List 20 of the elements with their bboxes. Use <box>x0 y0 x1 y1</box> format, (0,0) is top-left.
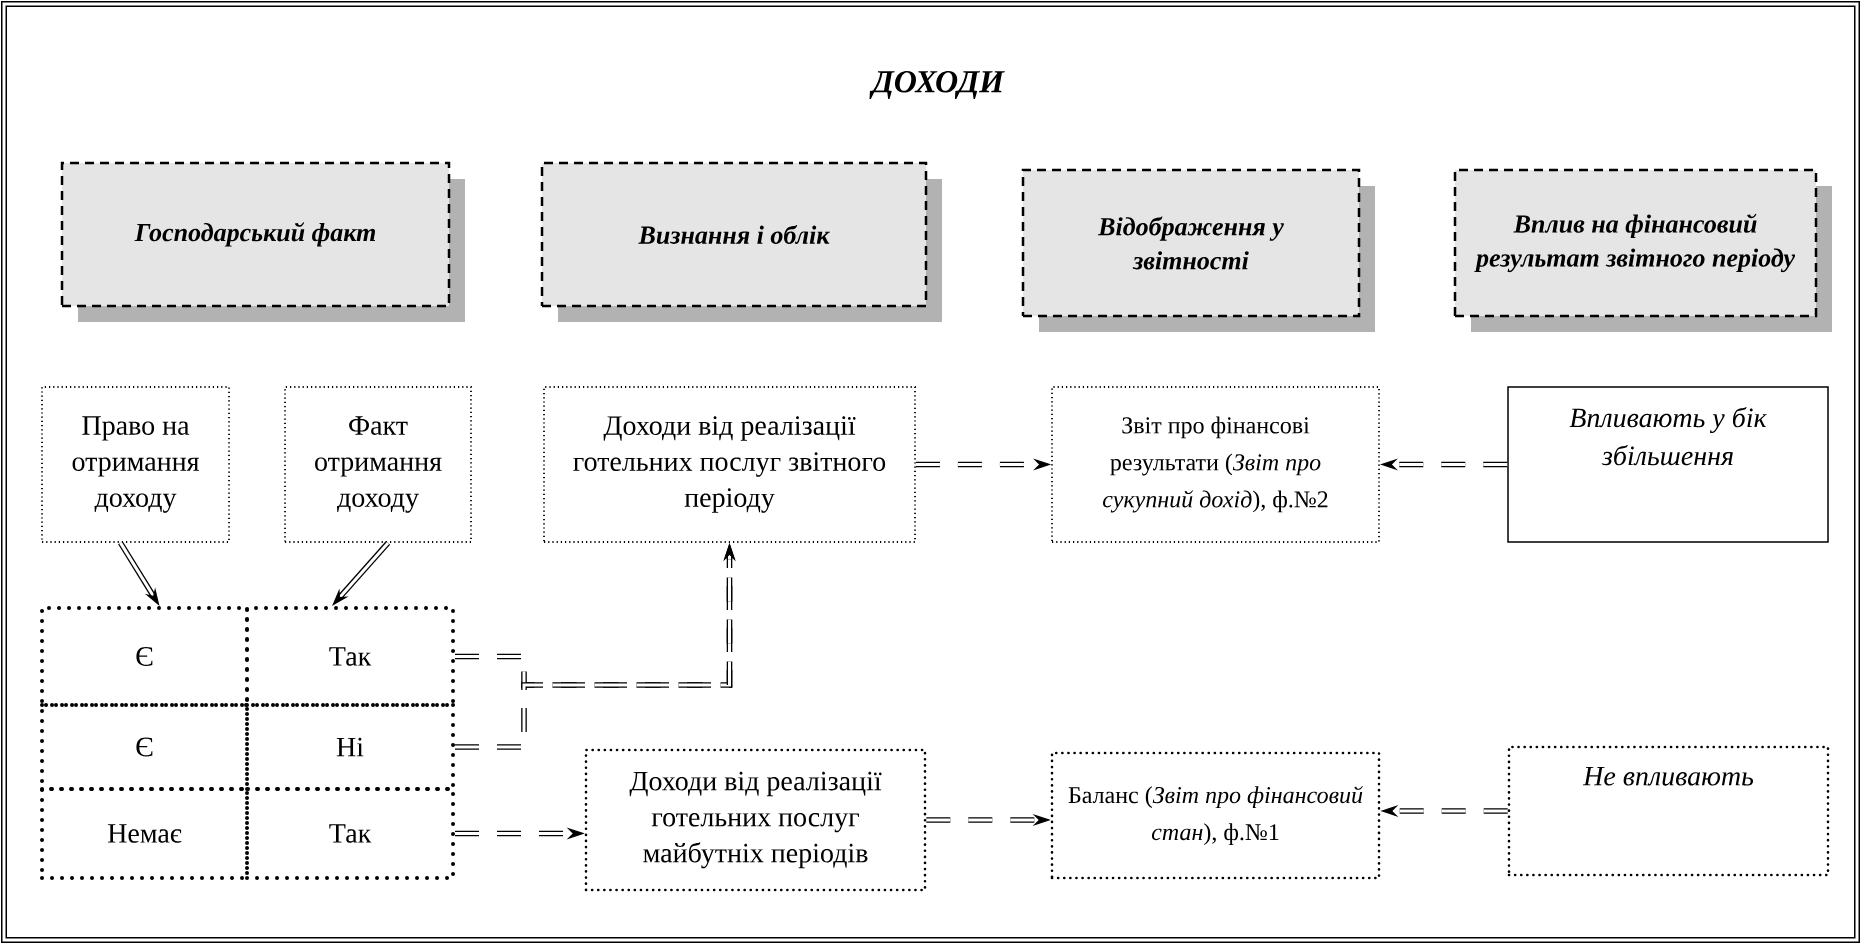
text-box: Факт отримання доходу <box>284 386 472 543</box>
title: ДОХОДИ <box>869 71 1005 99</box>
table-cell: Є <box>40 703 249 791</box>
table-cell: Так <box>245 787 455 880</box>
heading-box: Господарський факт <box>60 161 465 322</box>
text-box: Звіт про фінансові результати (Звіт про сукупний дохід), ф.№2 <box>1051 386 1380 543</box>
heading-box: Відображення у звітності <box>1021 168 1375 332</box>
text-box: Доходи від реалізації готельних послуг майбутніх періодів <box>584 748 927 892</box>
table-cell: Є <box>40 606 249 707</box>
heading-box: Вплив на фінансовий результат звітного періоду <box>1453 168 1832 332</box>
text-box: Баланс (Звіт про фінансовий стан), ф.№1 <box>1050 751 1381 880</box>
text-box: Не впливають <box>1507 745 1830 877</box>
table-cell: Немає <box>40 787 249 880</box>
text-box: Впливають у бік збільшення <box>1507 386 1829 543</box>
table-cell: Ні <box>245 703 455 791</box>
text-box: Право на отримання доходу <box>41 386 230 543</box>
heading-box: Визнання і облік <box>540 161 942 322</box>
text-box: Доходи від реалізації готельних послуг звітного періоду <box>543 386 916 543</box>
arrow <box>332 541 391 606</box>
table-cell: Так <box>245 606 455 707</box>
